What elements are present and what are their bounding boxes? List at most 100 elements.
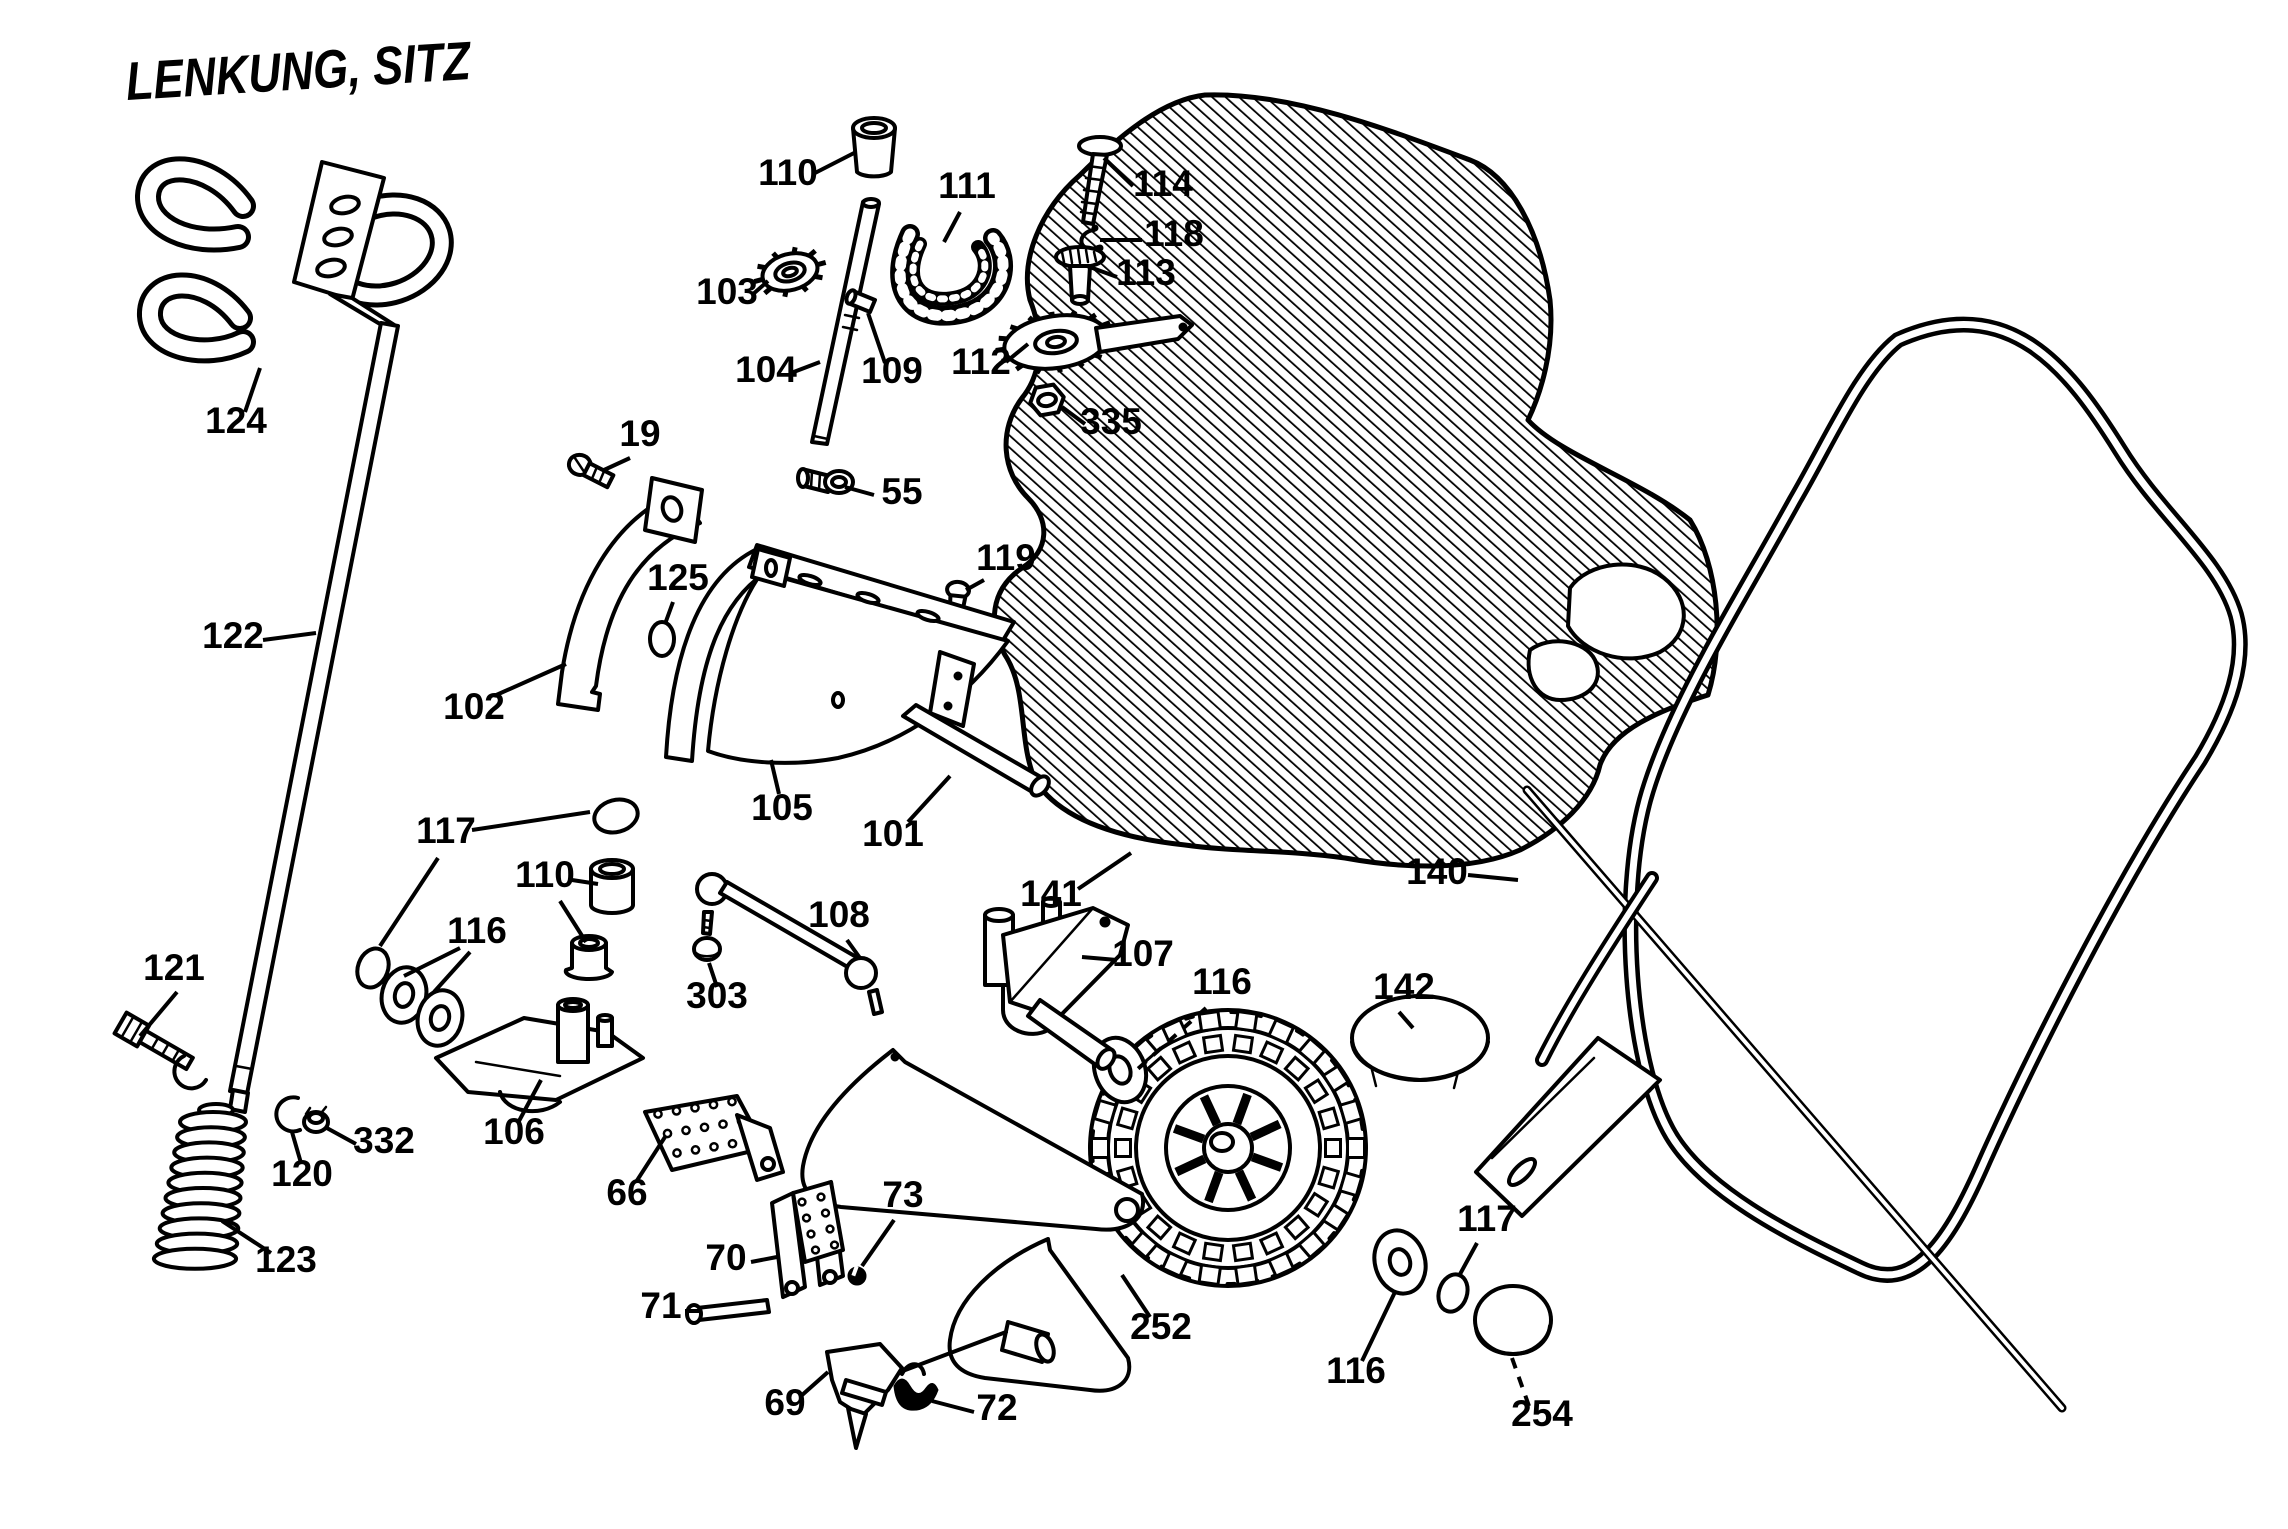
leader-wheel-knuckle — [1081, 955, 1118, 962]
callout-seat-frame: 140 — [1406, 851, 1468, 892]
steering-chain — [890, 224, 1013, 326]
wheel-knuckle — [983, 896, 1130, 1071]
leader-washer-pair — [432, 950, 472, 994]
leader-o-ring-pair — [378, 856, 440, 948]
callout-front-wheel: 252 — [1130, 1306, 1192, 1347]
leader-seat-frame — [1467, 873, 1519, 882]
leader-steering-bushing-upper — [812, 150, 857, 176]
leader-o-ring-axle — [1457, 1242, 1479, 1277]
callout-o-ring-axle: 117 — [1457, 1198, 1517, 1239]
callout-column-cover: 102 — [443, 686, 505, 727]
callout-pedal-bracket: 69 — [764, 1382, 805, 1423]
leader-bushing-pair — [571, 878, 599, 886]
washer-pair — [379, 965, 465, 1048]
callout-bushing-pair: 110 — [515, 854, 575, 895]
callout-sector-sprocket: 112 — [951, 341, 1011, 382]
callout-pivot-rod: 101 — [862, 813, 924, 854]
pivot-rod — [901, 703, 1051, 798]
callout-clevis-pin: 71 — [640, 1285, 681, 1326]
callout-washer-wheel-inner: 116 — [1192, 961, 1252, 1002]
seat-pan-outline — [992, 92, 1720, 869]
leader-axle-bracket — [517, 1079, 543, 1122]
pinion-sprocket — [753, 246, 827, 298]
pedal-arm — [770, 1180, 845, 1299]
leader-washer-pair — [403, 946, 461, 978]
callout-hub-cap-large: 142 — [1373, 966, 1435, 1007]
leader-bushing-pair — [558, 899, 588, 944]
callout-steering-shaft-upper: 104 — [735, 349, 797, 390]
seat-latch-cutout — [1566, 562, 1686, 661]
callout-lock-nut: 303 — [686, 975, 748, 1016]
leader-push-nut — [324, 1125, 357, 1146]
seat-latch-cutout-2 — [1526, 639, 1600, 702]
leader-column-cover — [493, 662, 567, 698]
leader-sector-sprocket — [1004, 342, 1030, 364]
flange-nut — [1028, 382, 1066, 418]
callout-steering-bushing-upper: 110 — [758, 152, 818, 193]
leader-clip-pedal — [860, 1218, 896, 1268]
callout-screw-small: 19 — [619, 413, 660, 454]
mount-slot — [1507, 1157, 1537, 1187]
callout-retainer-clip: 118 — [1144, 213, 1204, 254]
leader-pedal-bracket — [799, 1370, 830, 1398]
leader-roll-pin — [866, 312, 887, 364]
front-wheel — [1088, 1008, 1368, 1288]
callout-dash-panel: 105 — [751, 787, 813, 828]
callout-steering-chain: 111 — [938, 165, 996, 206]
o-ring-column-lower — [592, 797, 640, 835]
callout-push-nut: 332 — [353, 1120, 415, 1161]
steering-bushing-upper — [851, 116, 897, 179]
seat-frame-mount-plate — [1474, 1036, 1662, 1218]
wheel-tread-blocks — [1090, 1009, 1366, 1287]
callout-hub-cap-small: 254 — [1511, 1393, 1573, 1434]
leader-return-spring — [931, 1399, 975, 1414]
callout-clip-column: 120 — [271, 1153, 333, 1194]
callout-hex-bolt: 121 — [143, 947, 205, 988]
screw-small — [566, 452, 616, 490]
steering-column — [228, 321, 400, 1114]
leader-screw-small — [603, 456, 631, 472]
callout-axle-bracket: 106 — [483, 1111, 545, 1152]
callout-carriage-bolt: 114 — [1133, 163, 1193, 204]
leader-screw-washerhead — [844, 485, 875, 497]
leader-clip-column — [290, 1131, 303, 1164]
callout-brake-pedal-pad: 66 — [606, 1172, 647, 1213]
leader-lock-nut — [707, 962, 719, 988]
callout-o-ring-column: 125 — [647, 557, 709, 598]
callout-screw-washerhead: 55 — [881, 471, 922, 512]
callout-roll-pin: 109 — [861, 350, 923, 391]
column-boot-spring — [151, 1102, 248, 1271]
o-ring-axle — [1436, 1272, 1470, 1314]
o-ring-column-lower-2 — [355, 946, 391, 990]
seat-frame — [1474, 316, 2248, 1413]
callout-pinion-sprocket: 103 — [696, 271, 758, 312]
axle-bracket — [434, 997, 645, 1114]
tie-rod — [695, 872, 884, 1016]
callout-wheel-knuckle: 107 — [1112, 933, 1174, 974]
leader-brake-pedal-pad — [634, 1135, 667, 1184]
carriage-bolt — [1077, 135, 1123, 226]
leader-carriage-bolt — [1102, 156, 1135, 188]
callout-handlebar-grip: 124 — [205, 400, 267, 441]
steering-shaft-upper — [810, 197, 881, 446]
lock-nut — [692, 936, 722, 962]
leader-o-ring-column — [663, 601, 675, 625]
bushing-pair — [563, 858, 635, 982]
clip-pedal — [847, 1265, 867, 1286]
leader-tie-rod — [845, 938, 862, 960]
leader-pivot-rod — [906, 774, 952, 824]
o-ring-column — [648, 620, 676, 658]
hex-bolt — [112, 1010, 195, 1072]
handlebar — [135, 156, 454, 364]
callout-washer-wheel-outer: 116 — [1326, 1350, 1386, 1391]
roll-pin — [844, 288, 877, 314]
leader-washer-wheel-outer — [1360, 1291, 1397, 1362]
leader-flange-nut — [1060, 405, 1087, 426]
wheel-spokes — [1172, 1092, 1284, 1204]
callout-seat-pan: 141 — [1020, 873, 1082, 914]
column-cover — [556, 476, 704, 712]
callout-flange-nut: 335 — [1080, 401, 1142, 442]
callout-clip-pedal: 73 — [882, 1174, 923, 1215]
sector-sprocket — [995, 309, 1194, 375]
